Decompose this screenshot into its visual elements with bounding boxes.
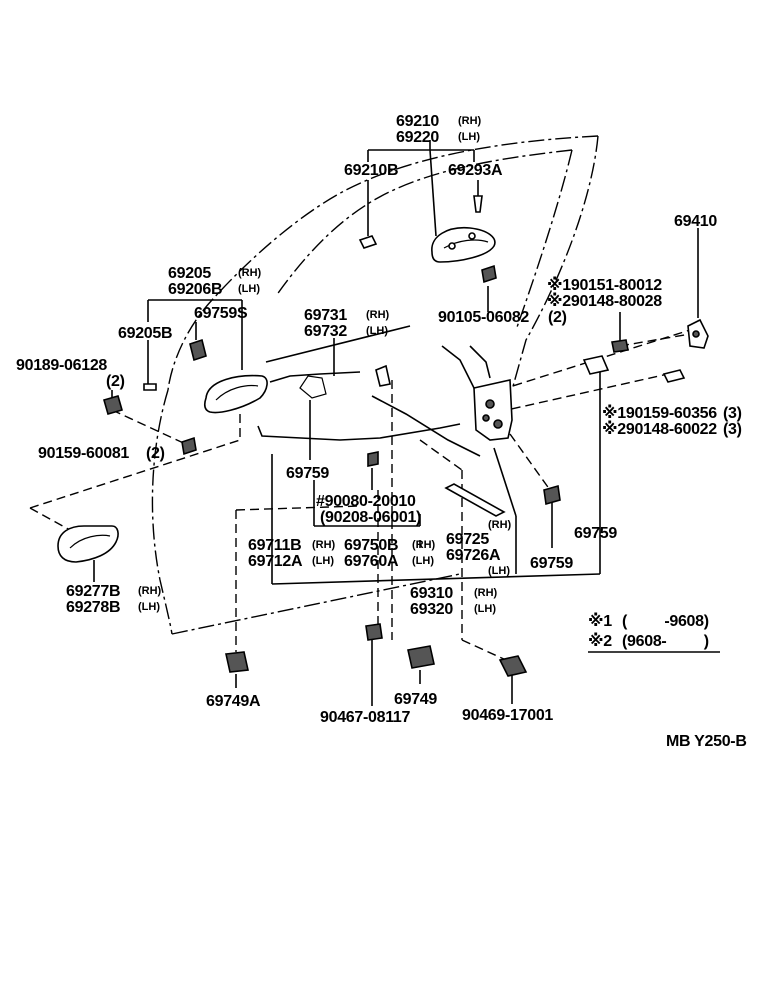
- label-90148-60022: ※290148-60022: [602, 420, 717, 438]
- label-69760a: 69760A: [344, 553, 399, 570]
- label-69760a-side: (LH): [412, 555, 434, 567]
- label-69711b-side: (RH): [312, 539, 336, 551]
- screw-90159-60356: [662, 369, 686, 383]
- clip-90467: [365, 623, 383, 641]
- label-69759s: 69759S: [194, 305, 248, 322]
- label-69712a: 69712A: [248, 553, 303, 570]
- label-90159-60081-qty: (2): [146, 445, 165, 462]
- label-69725-side: (RH): [488, 519, 512, 531]
- label-69220-side: (LH): [458, 131, 480, 143]
- label-69731-side: (RH): [366, 309, 390, 321]
- pin-69205b: [143, 383, 157, 391]
- label-69278b-side: (LH): [138, 601, 160, 613]
- rod-69731: [269, 371, 361, 383]
- label-90469-17001: 90469-17001: [462, 707, 553, 724]
- label-69277b: 69277B: [66, 583, 120, 600]
- label-69410: 69410: [674, 213, 717, 230]
- label-69759-a: 69759: [286, 465, 329, 482]
- clip-69759s: [189, 338, 207, 362]
- label-90189-qty: (2): [106, 373, 125, 390]
- label-90105-06082: 90105-06082: [438, 309, 529, 326]
- label-69749a: 69749A: [206, 693, 261, 710]
- label-69293a: 69293A: [448, 162, 503, 179]
- legend-mark-2: ※2: [588, 632, 612, 650]
- label-69206b-side: (LH): [238, 283, 260, 295]
- label-69277b-side: (RH): [138, 585, 162, 597]
- label-69711b: 69711B: [248, 537, 301, 554]
- bolt-90105: [481, 264, 497, 284]
- clip-69210b: [358, 235, 378, 249]
- legend-text-1: ( -9608): [622, 613, 709, 630]
- pin-69293a: [473, 195, 483, 213]
- label-90159-60356-qty: (3): [723, 405, 742, 422]
- label-69320-side: (LH): [474, 603, 496, 615]
- label-69205-side: (RH): [238, 267, 262, 279]
- handle-bezel-69277b: [57, 525, 119, 563]
- label-69750b: 69750B: [344, 537, 398, 554]
- legend-text-2: (9608- ): [622, 633, 709, 650]
- label-69712a-side: (LH): [312, 555, 334, 567]
- rod-69725: [444, 483, 506, 517]
- legend-mark-1: ※1: [588, 612, 612, 630]
- label-69731: 69731: [304, 307, 347, 324]
- label-90159-60081: 90159-60081: [38, 445, 129, 462]
- label-90151-80012: ※190151-80012: [547, 276, 662, 294]
- label-90208-06001: (90208-06001): [320, 509, 421, 526]
- outside-handle: [431, 227, 496, 263]
- screw-90151: [611, 339, 629, 353]
- screw-90159-60081: [181, 436, 197, 456]
- label-90148-80028: ※290148-80028: [547, 292, 662, 310]
- label-69725: 69725: [446, 531, 489, 548]
- label-90467-08117: 90467-08117: [320, 709, 411, 726]
- label-69205b: 69205B: [118, 325, 172, 342]
- clip-69759-a: [367, 451, 379, 467]
- label-69726a-side: (LH): [488, 565, 510, 577]
- label-90080-20010: #90080-20010: [316, 493, 416, 510]
- label-69210-side: (RH): [458, 115, 482, 127]
- door-lock-assembly: [473, 379, 513, 441]
- inside-handle: [204, 374, 268, 414]
- diagram-code: MB Y250-B: [666, 733, 747, 750]
- label-90105-qty: (2): [548, 309, 567, 326]
- label-69210: 69210: [396, 113, 439, 130]
- label-69726a: 69726A: [446, 547, 501, 564]
- clip-69749a: [225, 651, 249, 673]
- label-90189-06128: 90189-06128: [16, 357, 107, 374]
- door-frame-outline: [151, 135, 599, 635]
- label-69732-side: (LH): [366, 325, 388, 337]
- label-69320: 69320: [410, 601, 453, 618]
- label-69759-b: 69759: [530, 555, 573, 572]
- version-legend: ※1 ( -9608) ※2 (9608- ): [588, 612, 720, 653]
- label-69750b-side: (RH): [412, 539, 436, 551]
- parts: [57, 195, 709, 677]
- fastener-90189: [103, 395, 123, 415]
- clip-69749: [407, 645, 435, 669]
- rod-69711b: [257, 423, 461, 441]
- label-69278b: 69278B: [66, 599, 120, 616]
- label-69310: 69310: [410, 585, 453, 602]
- label-90148-60022-qty: (3): [723, 421, 742, 438]
- label-69210b: 69210B: [344, 162, 398, 179]
- label-69206b: 69206B: [168, 281, 222, 298]
- lock-bushing: [582, 355, 610, 375]
- label-90159-60356: ※190159-60356: [602, 404, 717, 422]
- clip-69759-b: [543, 484, 561, 506]
- rod-69750b: [371, 395, 481, 457]
- part-labels: 69210 (RH) 69220 (LH) 69210B 69293A 6941…: [16, 113, 747, 750]
- label-69205: 69205: [168, 265, 211, 282]
- label-69220: 69220: [396, 129, 439, 146]
- label-69310-side: (RH): [474, 587, 498, 599]
- label-69759-c: 69759: [574, 525, 617, 542]
- label-69749: 69749: [394, 691, 437, 708]
- label-69732: 69732: [304, 323, 347, 340]
- clip-90469: [498, 655, 528, 677]
